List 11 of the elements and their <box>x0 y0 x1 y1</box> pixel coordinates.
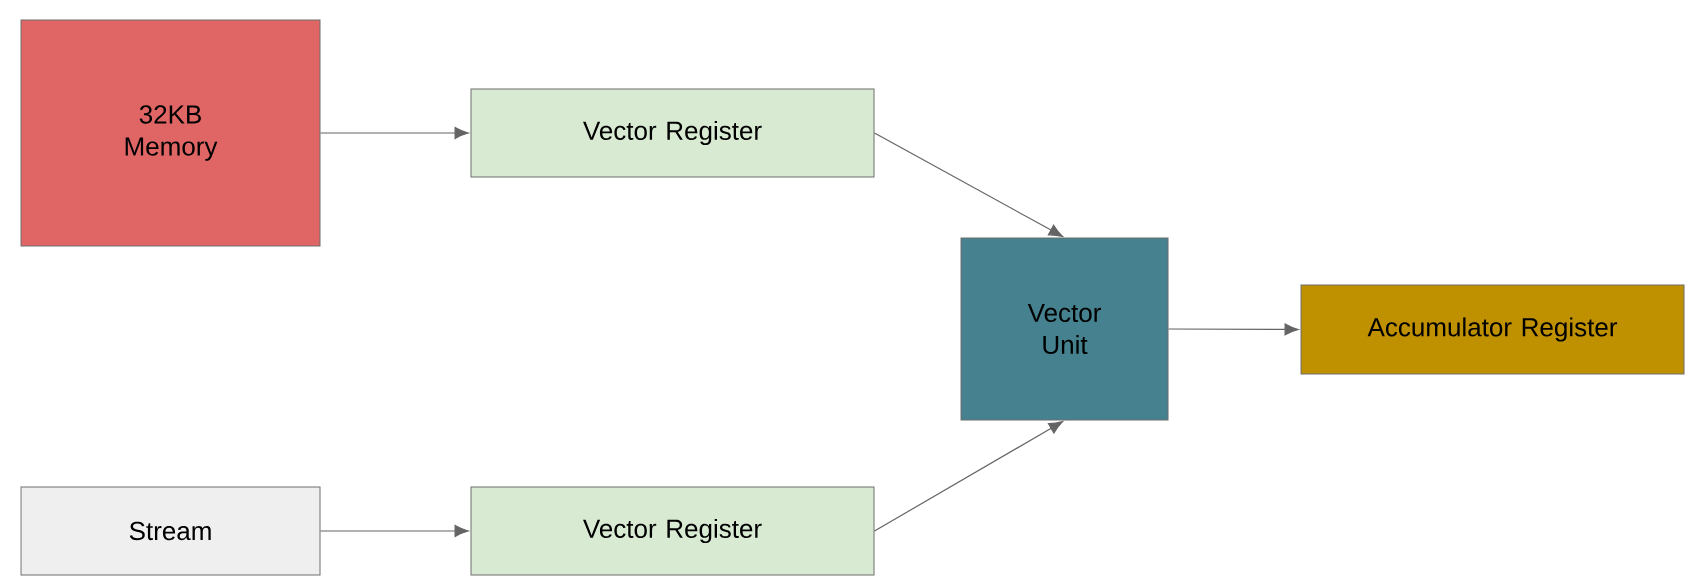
process-box: Vector Register <box>470 88 875 178</box>
arrow <box>319 525 469 537</box>
process-box: Accumulator Register <box>1300 284 1685 375</box>
arrow <box>1167 323 1299 336</box>
arrow <box>319 127 469 139</box>
process-box: Stream <box>20 486 321 576</box>
arrow <box>873 421 1064 532</box>
arrow <box>873 132 1064 237</box>
process-box: 32KB Memory <box>20 19 321 247</box>
process-box: Vector Register <box>470 486 875 576</box>
process-box: Vector Unit <box>960 237 1169 421</box>
